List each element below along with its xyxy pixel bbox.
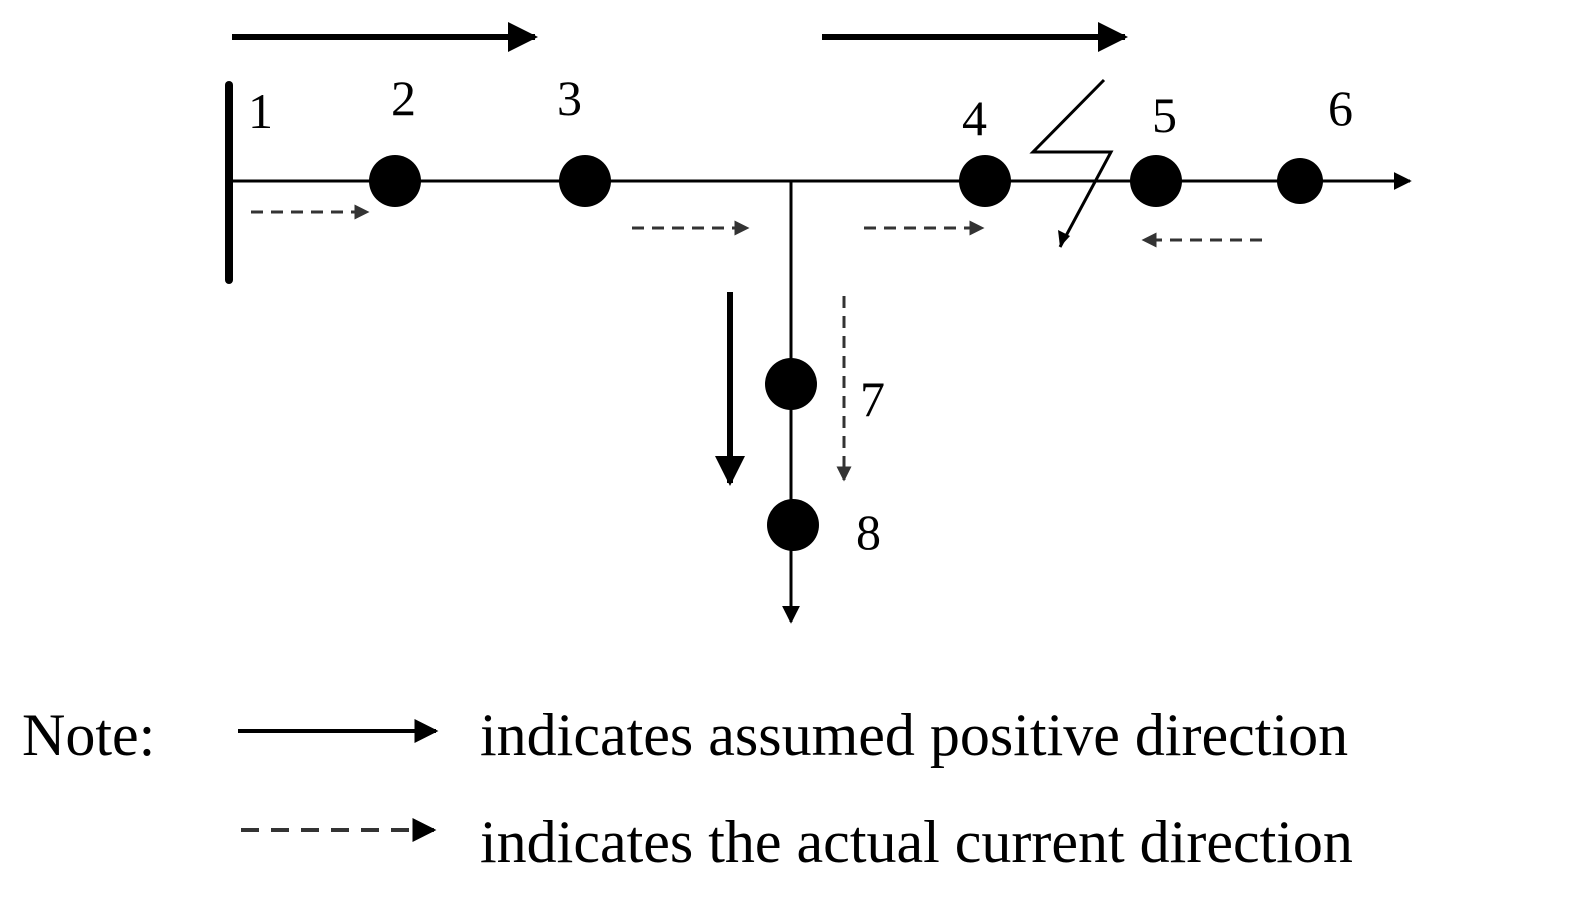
node-label-7: 7 xyxy=(860,371,885,427)
node-7-dot xyxy=(765,358,817,410)
node-label-3: 3 xyxy=(557,70,582,126)
node-3-dot xyxy=(559,155,611,207)
legend-solid-text: indicates assumed positive direction xyxy=(480,702,1348,768)
fault-lightning-icon xyxy=(1029,78,1114,248)
node-label-4: 4 xyxy=(962,90,987,146)
legend-note-label: Note: xyxy=(22,702,155,768)
node-label-1: 1 xyxy=(248,83,273,139)
node-label-8: 8 xyxy=(856,504,881,560)
node-5-dot xyxy=(1130,155,1182,207)
legend-dashed-text: indicates the actual current direction xyxy=(480,809,1353,875)
node-2-dot xyxy=(369,155,421,207)
node-6-dot xyxy=(1277,158,1323,204)
node-8-dot xyxy=(767,499,819,551)
node-label-6: 6 xyxy=(1328,80,1353,136)
node-label-2: 2 xyxy=(391,70,416,126)
node-4-dot xyxy=(959,155,1011,207)
node-label-5: 5 xyxy=(1152,87,1177,143)
